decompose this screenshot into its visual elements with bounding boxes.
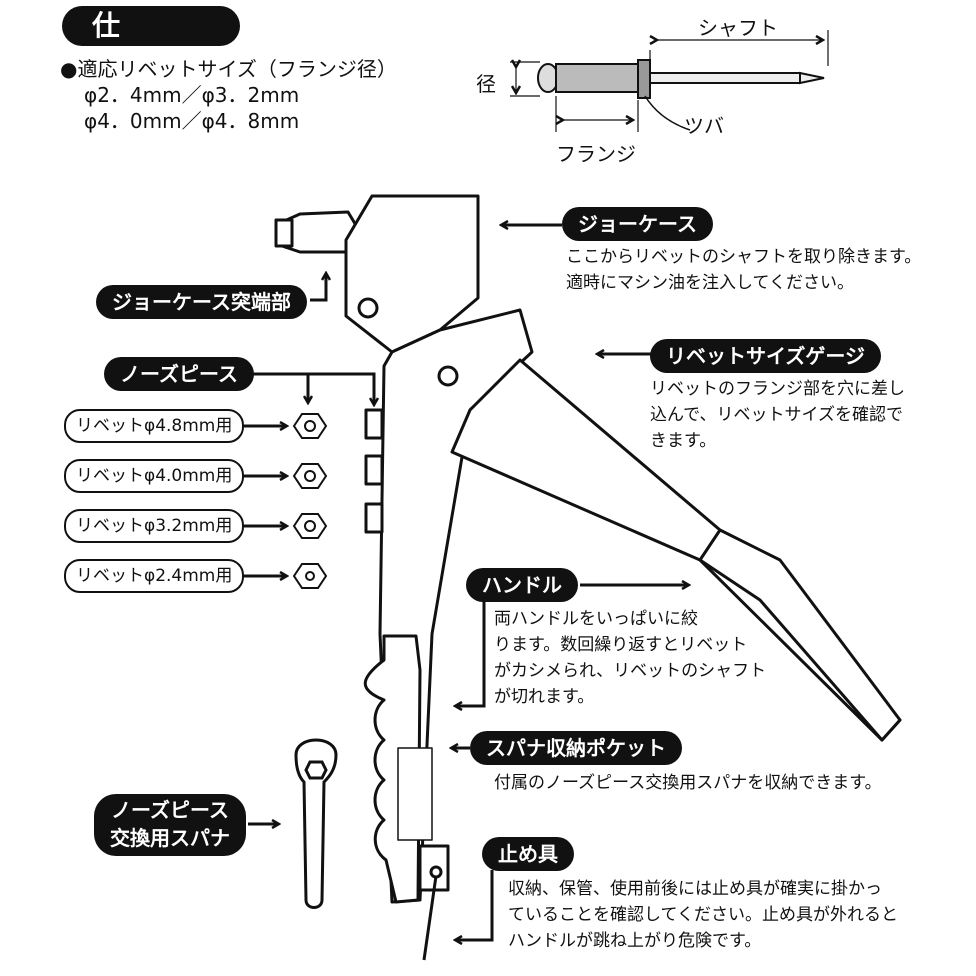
handle-title: ハンドル [466, 568, 578, 602]
riveter-body [274, 194, 902, 961]
nose-piece-item: リベットφ4.0mm用 [64, 459, 245, 493]
jaw-case-desc-line: ここからリベットのシャフトを取り除きます。 [566, 247, 922, 267]
size-gauge-desc-line: リベットのフランジ部を穴に差し [650, 379, 905, 399]
handle-desc-line: 両ハンドルをいっぱいに絞 [494, 609, 698, 629]
nose-piece-item: リベットφ3.2mm用 [64, 509, 245, 543]
size-gauge-desc-line: 込んで、リベットサイズを確認で [650, 405, 903, 425]
arrows [244, 225, 688, 940]
collar-label: ツバ [684, 114, 724, 138]
rivet-size-heading: ●適応リベットサイズ（フランジ径） [60, 57, 397, 81]
nose-piece-icons [292, 413, 328, 589]
size-gauge-desc-line: きます。 [650, 431, 717, 451]
wrench-pocket-desc-line: 付属のノーズピース交換用スパナを収納できます。 [494, 773, 882, 793]
handle-desc-line: ります。数回繰り返すとリベット [494, 635, 748, 655]
rivet-sizes-line1: φ2．4mm／φ3．2mm [84, 83, 300, 107]
wrench-title: ノーズピース 交換用スパナ [94, 794, 246, 856]
size-gauge-desc: リベットのフランジ部を穴に差し 込んで、リベットサイズを確認で きます。 [650, 376, 905, 454]
wrench-title-line: ノーズピース [111, 798, 229, 822]
rivet-diagram [510, 30, 829, 132]
jaw-case-title: ジョーケース [562, 207, 713, 241]
shaft-label: シャフト [698, 16, 778, 40]
handle-desc-line: が切れます。 [494, 687, 595, 707]
wrench-title-line: 交換用スパナ [110, 826, 230, 850]
stopper-desc: 収納、保管、使用前後には止め具が確実に掛かっ ていることを確認してください。止め… [508, 876, 898, 954]
size-gauge-title: リベットサイズゲージ [650, 339, 881, 373]
stopper-desc-line: ハンドルが跳ね上がり危険です。 [508, 931, 762, 951]
jaw-case-desc-line: 適時にマシン油を注入してください。 [566, 273, 854, 293]
diameter-label: 径 [476, 72, 496, 96]
wrench-icon [294, 738, 338, 909]
nose-piece-item: リベットφ2.4mm用 [64, 559, 245, 593]
spec-title: 仕 様 [62, 6, 240, 82]
stopper-desc-line: 収納、保管、使用前後には止め具が確実に掛かっ [508, 879, 882, 899]
stopper-title: 止め具 [482, 837, 574, 871]
jaw-tip-title: ジョーケース突端部 [96, 285, 307, 319]
wrench-pocket-title: スパナ収納ポケット [470, 731, 682, 765]
wrench-pocket-desc: 付属のノーズピース交換用スパナを収納できます。 [494, 770, 882, 796]
stopper-desc-line: ていることを確認してください。止め具が外れると [508, 905, 898, 925]
handle-desc-line: がカシメられ、リベットのシャフト [494, 661, 767, 681]
nose-piece-title: ノーズピース [104, 357, 254, 391]
nose-piece-item: リベットφ4.8mm用 [64, 409, 245, 443]
handle-desc: 両ハンドルをいっぱいに絞 ります。数回繰り返すとリベット がカシメられ、リベット… [494, 606, 766, 710]
jaw-case-desc: ここからリベットのシャフトを取り除きます。 適時にマシン油を注入してください。 [566, 244, 921, 296]
flange-label: フランジ [556, 142, 636, 166]
rivet-sizes-line2: φ4．0mm／φ4．8mm [84, 109, 300, 133]
